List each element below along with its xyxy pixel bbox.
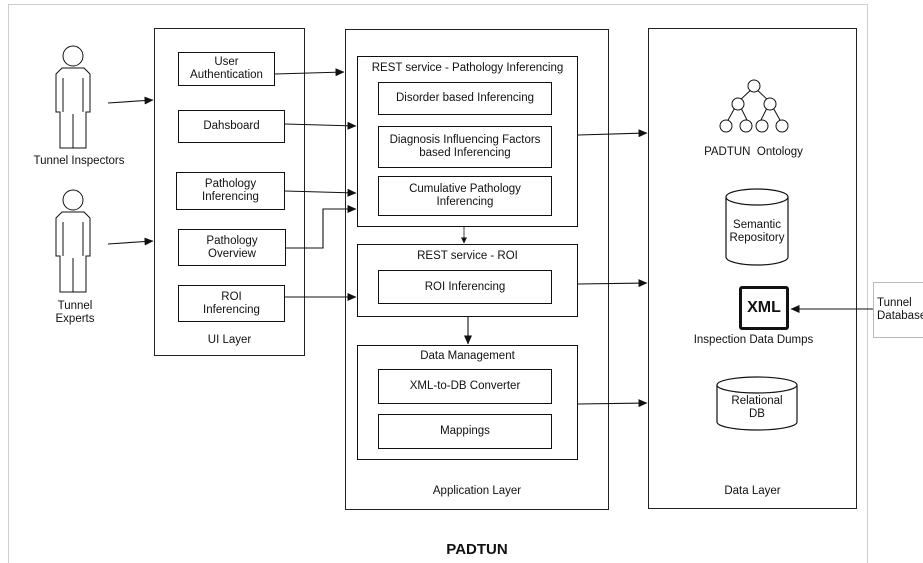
ui-roi-inferencing: ROI Inferencing xyxy=(178,285,285,322)
arrow-inspectors-to-ui xyxy=(107,96,154,105)
arrow-experts-to-ui xyxy=(107,237,154,246)
data-management-title: Data Management xyxy=(420,350,515,362)
ui-layer-label: UI Layer xyxy=(207,334,252,346)
roi-inferencing: ROI Inferencing xyxy=(378,270,552,304)
relational-db-label: Relational DB xyxy=(731,395,783,420)
tunnel-database-label-line2: Database xyxy=(877,310,923,322)
ui-user-authentication: User Authentication xyxy=(178,52,275,86)
xml-file-icon: XML xyxy=(739,286,789,330)
application-layer-label: Application Layer xyxy=(432,485,522,497)
ontology-tree-icon xyxy=(719,79,789,133)
mappings: Mappings xyxy=(378,414,552,449)
disorder-based-inferencing: Disorder based Inferencing xyxy=(378,82,552,115)
ui-pathology-overview: Pathology Overview xyxy=(178,229,286,266)
arrow-roi-to-data xyxy=(577,279,648,288)
semantic-repository-label: Semantic Repository xyxy=(729,219,785,244)
arrow-pathology-to-data xyxy=(577,129,648,138)
tunnel-experts-person-icon xyxy=(55,189,91,293)
arrow-pathology-overview-to-app xyxy=(286,205,357,249)
arrow-auth-to-app xyxy=(274,68,345,77)
ui-pathology-inferencing: Pathology Inferencing xyxy=(176,172,285,210)
data-layer-label: Data Layer xyxy=(724,485,781,497)
tunnel-inspectors-label: Tunnel Inspectors xyxy=(33,155,125,167)
ontology-label: PADTUN Ontology xyxy=(704,146,803,158)
arrow-datamgmt-to-data xyxy=(577,399,648,408)
semantic-repository-cylinder-icon xyxy=(725,188,789,266)
xml-icon-text: XML xyxy=(747,299,781,316)
tunnel-database-box: Tunnel Database xyxy=(873,282,923,338)
arrow-pathology-inferencing-to-app xyxy=(284,188,357,197)
arrow-dashboard-to-app xyxy=(284,121,357,130)
tunnel-experts-label-line1: Tunnel xyxy=(57,300,93,312)
relational-db-cylinder-icon xyxy=(716,376,798,431)
tunnel-database-label-line1: Tunnel xyxy=(877,297,912,309)
diagram-title: PADTUN xyxy=(446,541,508,558)
xml-to-db-converter: XML-to-DB Converter xyxy=(378,369,552,404)
diagnosis-factors-inferencing: Diagnosis Influencing Factors based Infe… xyxy=(378,126,552,168)
tunnel-experts-label-line2: Experts xyxy=(55,313,95,325)
inspection-data-dumps-label: Inspection Data Dumps xyxy=(693,334,814,346)
ui-dashboard: Dahsboard xyxy=(178,110,285,143)
pathology-service-title: REST service - Pathology Inferencing xyxy=(371,62,564,74)
tunnel-inspectors-person-icon xyxy=(55,45,91,149)
diagram-frame xyxy=(8,4,868,563)
cumulative-pathology-inferencing: Cumulative Pathology Inferencing xyxy=(378,176,552,216)
roi-service-title: REST service - ROI xyxy=(417,250,518,262)
